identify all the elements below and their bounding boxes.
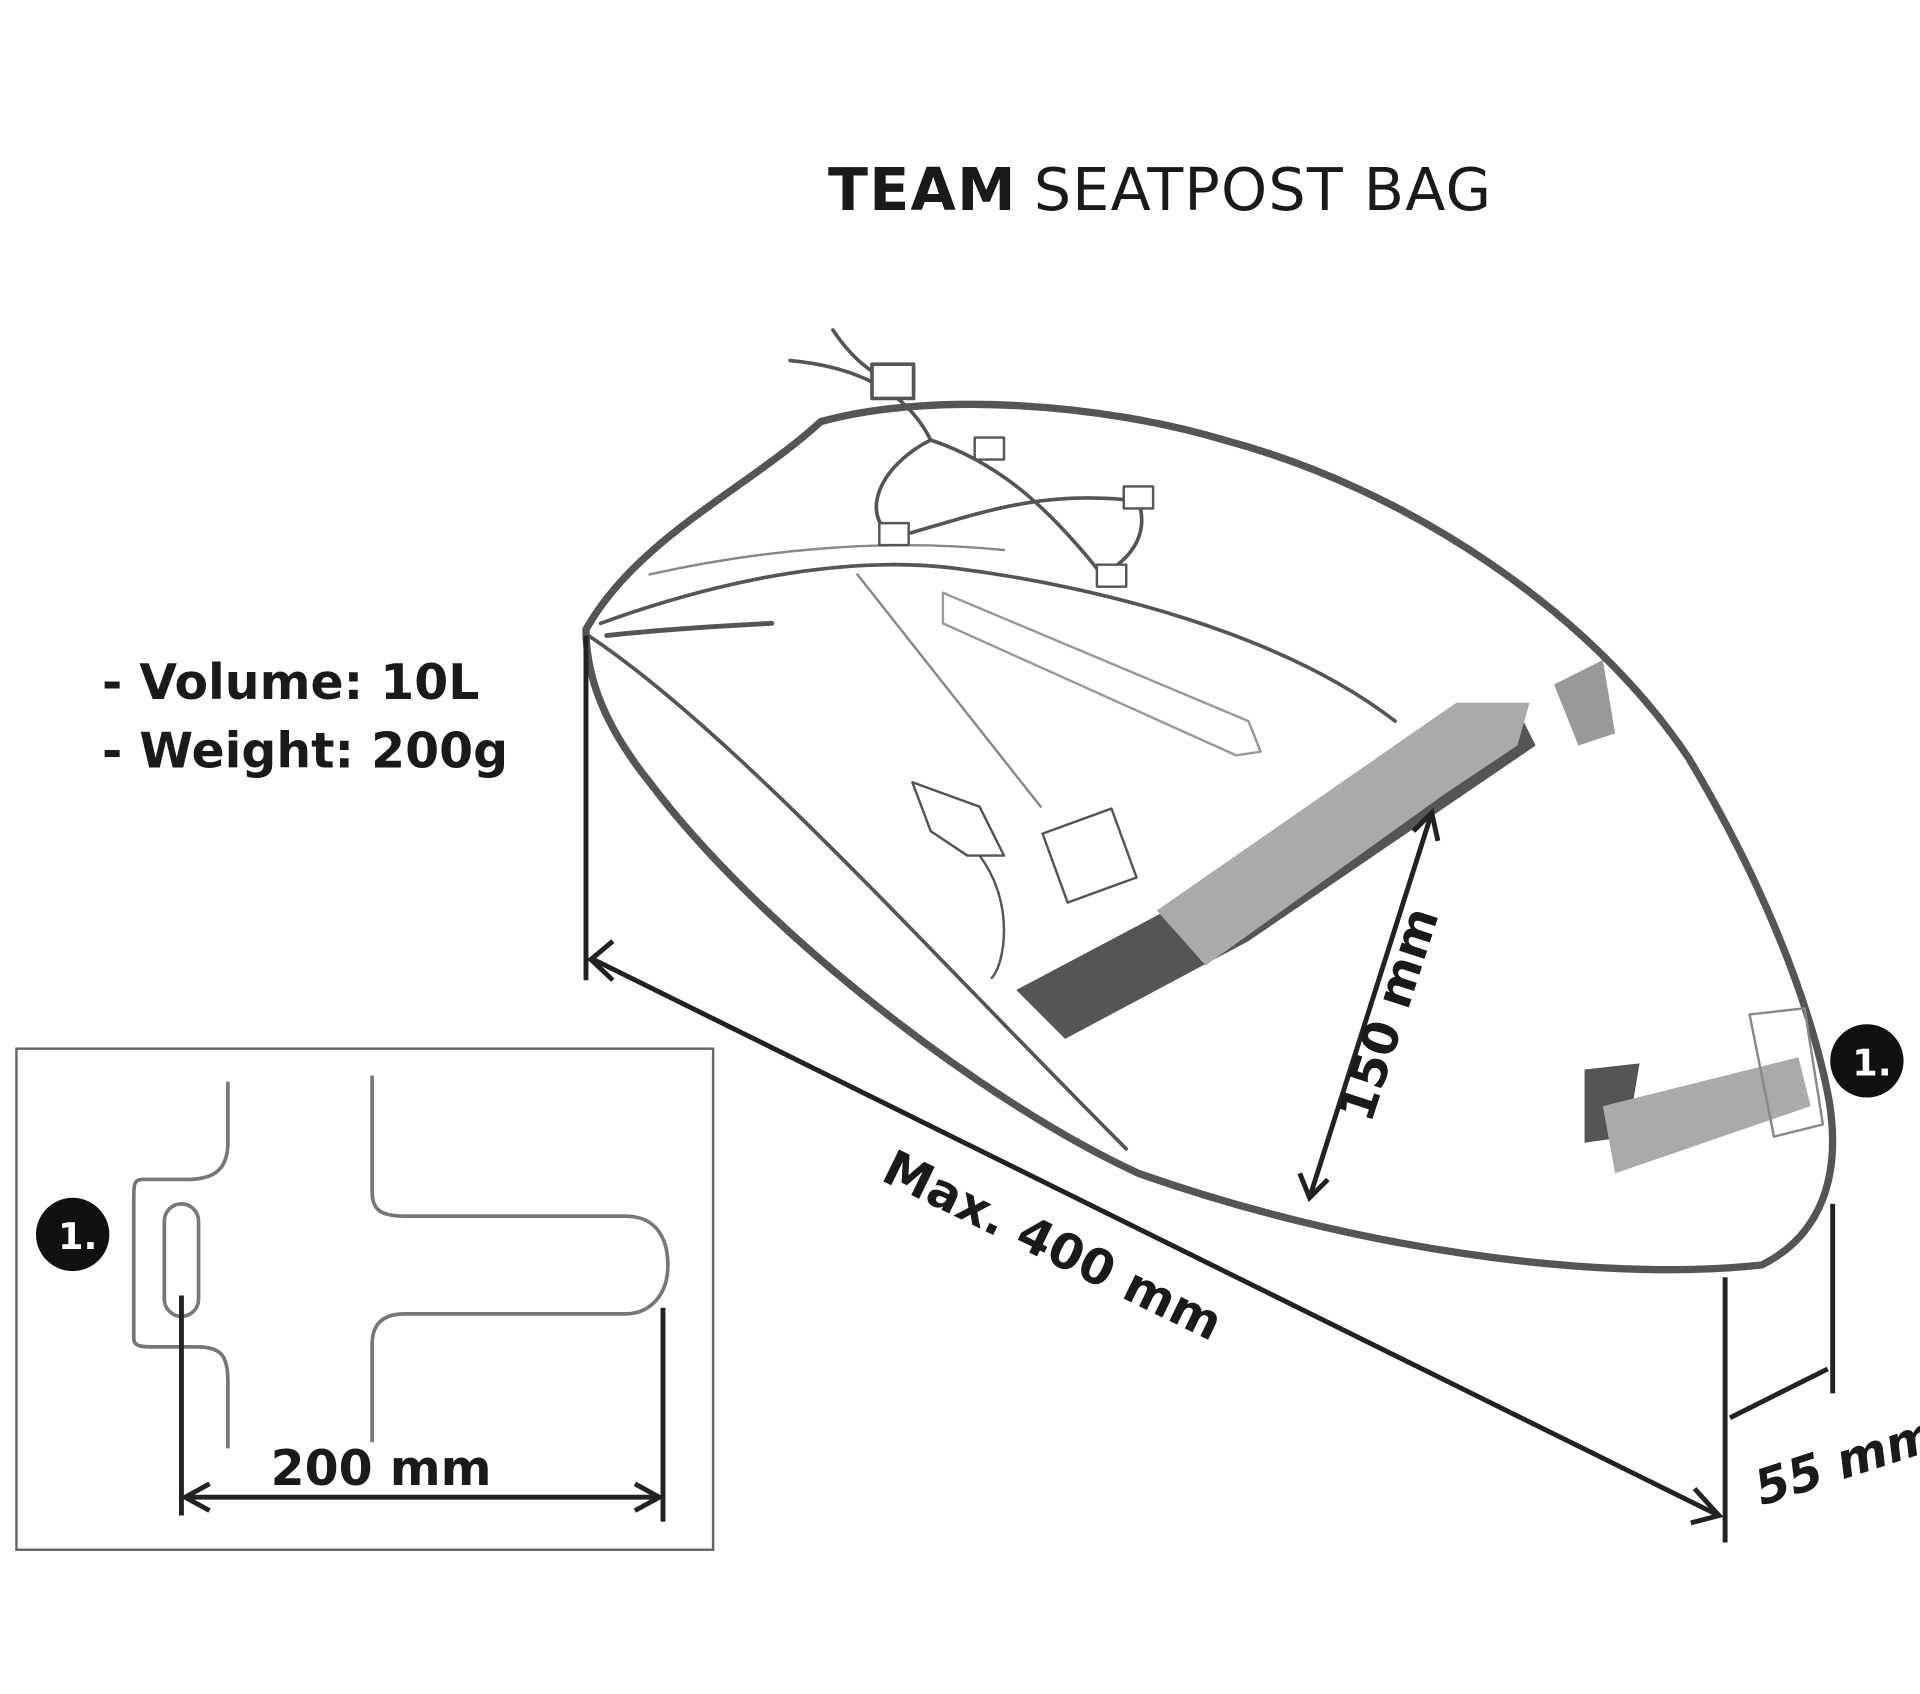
spec-weight: - Weight: 200g: [102, 723, 508, 780]
dimension-seatpost-clearance: 200 mm: [271, 1440, 492, 1497]
bag-illustration: [582, 328, 1837, 1274]
dimension-height: 150 mm: [1328, 900, 1450, 1128]
marker-label: 1.: [1852, 1042, 1891, 1085]
seatpost-inset: 200 mm 1.: [15, 1047, 715, 1552]
title-bold: TEAM: [828, 156, 1017, 224]
marker-circle: [36, 1197, 110, 1272]
dimension-width: 55 mm: [1748, 1405, 1920, 1517]
dimension-lines: [583, 635, 1836, 1543]
marker-label: 1.: [58, 1215, 97, 1258]
spec-volume: - Volume: 10L: [102, 654, 479, 711]
marker-circle: [1830, 1024, 1904, 1098]
title-regular: SEATPOST BAG: [1034, 156, 1492, 224]
